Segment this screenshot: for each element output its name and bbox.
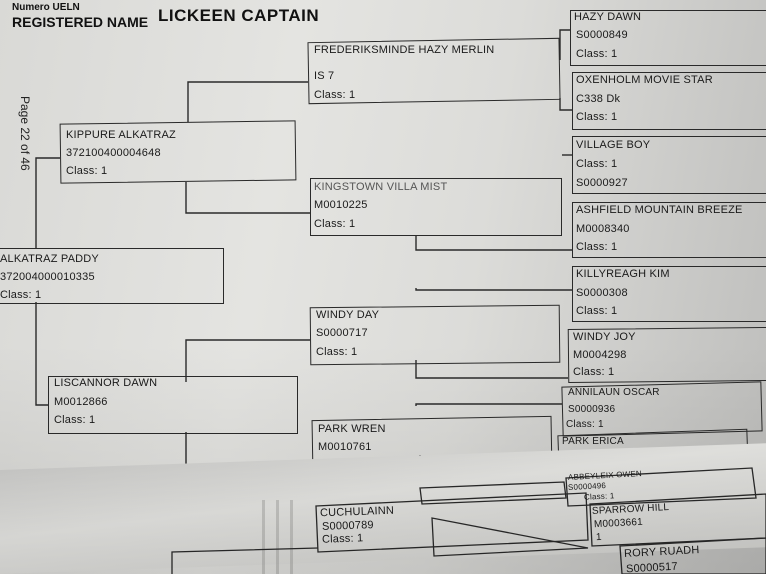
horse-class: Class: 1	[314, 89, 356, 101]
horse-name: KINGSTOWN VILLA MIST	[314, 181, 448, 193]
horse-id: S0000789	[321, 519, 374, 533]
horse-name: HAZY DAWN	[574, 11, 642, 23]
horse-id: S0000717	[316, 327, 368, 339]
pedigree-box-village-boy	[572, 136, 766, 194]
horse-class: Class: 1	[576, 241, 618, 253]
horse-class: 1	[595, 531, 603, 544]
horse-id: S0000308	[576, 287, 628, 299]
horse-id: M0012866	[54, 396, 108, 408]
horse-id: M0010761	[318, 441, 372, 453]
registered-name-label: REGISTERED NAME	[12, 14, 149, 30]
horse-id: S0000517	[625, 560, 679, 574]
pedigree-box-kingstown	[310, 178, 562, 236]
horse-name: KILLYREAGH KIM	[576, 268, 670, 280]
horse-name: WINDY JOY	[573, 331, 636, 343]
horse-class: Class: 1	[576, 111, 618, 123]
horse-id: S0000849	[576, 29, 628, 41]
background-stripe	[290, 500, 293, 574]
horse-class: Class: 1	[576, 158, 618, 170]
horse-name: FREDERIKSMINDE HAZY MERLIN	[314, 44, 495, 56]
horse-class: Class: 1	[54, 414, 96, 426]
horse-id: C338 Dk	[576, 93, 621, 105]
pedigree-box-alkatraz-paddy	[0, 248, 224, 304]
background-stripe	[262, 500, 265, 574]
horse-class: Class: 1	[576, 305, 618, 317]
horse-id: M0010225	[314, 199, 368, 211]
horse-id: 372004000010335	[0, 271, 95, 283]
horse-id: S0000927	[576, 177, 628, 189]
background-stripe	[276, 500, 279, 574]
registered-name: LICKEEN CAPTAIN	[158, 6, 320, 25]
pedigree-box-killyreagh	[572, 266, 766, 322]
horse-name: ALKATRAZ PADDY	[0, 253, 99, 265]
horse-name: ASHFIELD MOUNTAIN BREEZE	[576, 204, 743, 216]
horse-class: Class: 1	[583, 491, 615, 502]
horse-name: WINDY DAY	[316, 309, 380, 321]
pedigree-box-ashfield	[572, 202, 766, 258]
horse-id: 372100400004648	[66, 147, 161, 159]
horse-id: S0000936	[568, 404, 616, 415]
horse-id: M0004298	[573, 349, 627, 361]
horse-class: Class: 1	[321, 532, 364, 546]
horse-id: IS 7	[314, 70, 335, 82]
horse-class: Class: 1	[316, 346, 358, 358]
horse-name: ANNILAUN OSCAR	[568, 387, 660, 398]
horse-name: OXENHOLM MOVIE STAR	[576, 74, 713, 86]
horse-name: VILLAGE BOY	[576, 139, 651, 151]
pedigree-box-liscannor-dawn	[48, 376, 298, 434]
horse-name: LISCANNOR DAWN	[54, 377, 158, 389]
pedigree-box-hazy-dawn	[570, 10, 766, 66]
horse-class: Class: 1	[566, 419, 604, 430]
ueln-label: Numero UELN	[12, 2, 80, 13]
horse-name: KIPPURE ALKATRAZ	[66, 129, 176, 141]
horse-class: Class: 1	[66, 165, 108, 177]
pedigree-box-oxenholm	[572, 72, 766, 130]
horse-class: Class: 1	[0, 289, 42, 301]
page-number: Page 22 of 46	[18, 96, 32, 171]
horse-class: Class: 1	[573, 366, 615, 378]
horse-class: Class: 1	[314, 218, 356, 230]
horse-name: PARK WREN	[318, 423, 386, 435]
horse-class: Class: 1	[576, 48, 618, 60]
horse-name: PARK ERICA	[562, 436, 624, 447]
horse-id: M0008340	[576, 223, 630, 235]
